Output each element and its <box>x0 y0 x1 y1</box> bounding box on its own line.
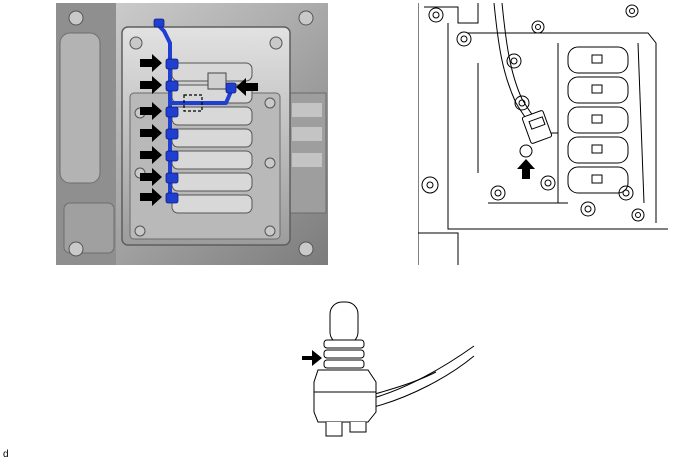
wire-harness <box>156 23 234 203</box>
clamp-dashed-box <box>183 94 203 112</box>
harness-connectors <box>153 18 237 204</box>
valve-body-photo <box>56 3 328 265</box>
sensor-detail <box>296 296 476 446</box>
connector-callout-arrow <box>517 159 535 179</box>
o-ring-callout-arrow <box>302 350 322 366</box>
connector-line-drawing <box>418 3 678 265</box>
sensor-connector <box>519 110 553 158</box>
figure-id-label: d <box>3 449 9 460</box>
valve-body-line-art <box>418 3 668 265</box>
sensor-line-art <box>302 301 475 437</box>
valve-body-illustration <box>56 3 328 265</box>
callout-arrows <box>140 54 258 206</box>
